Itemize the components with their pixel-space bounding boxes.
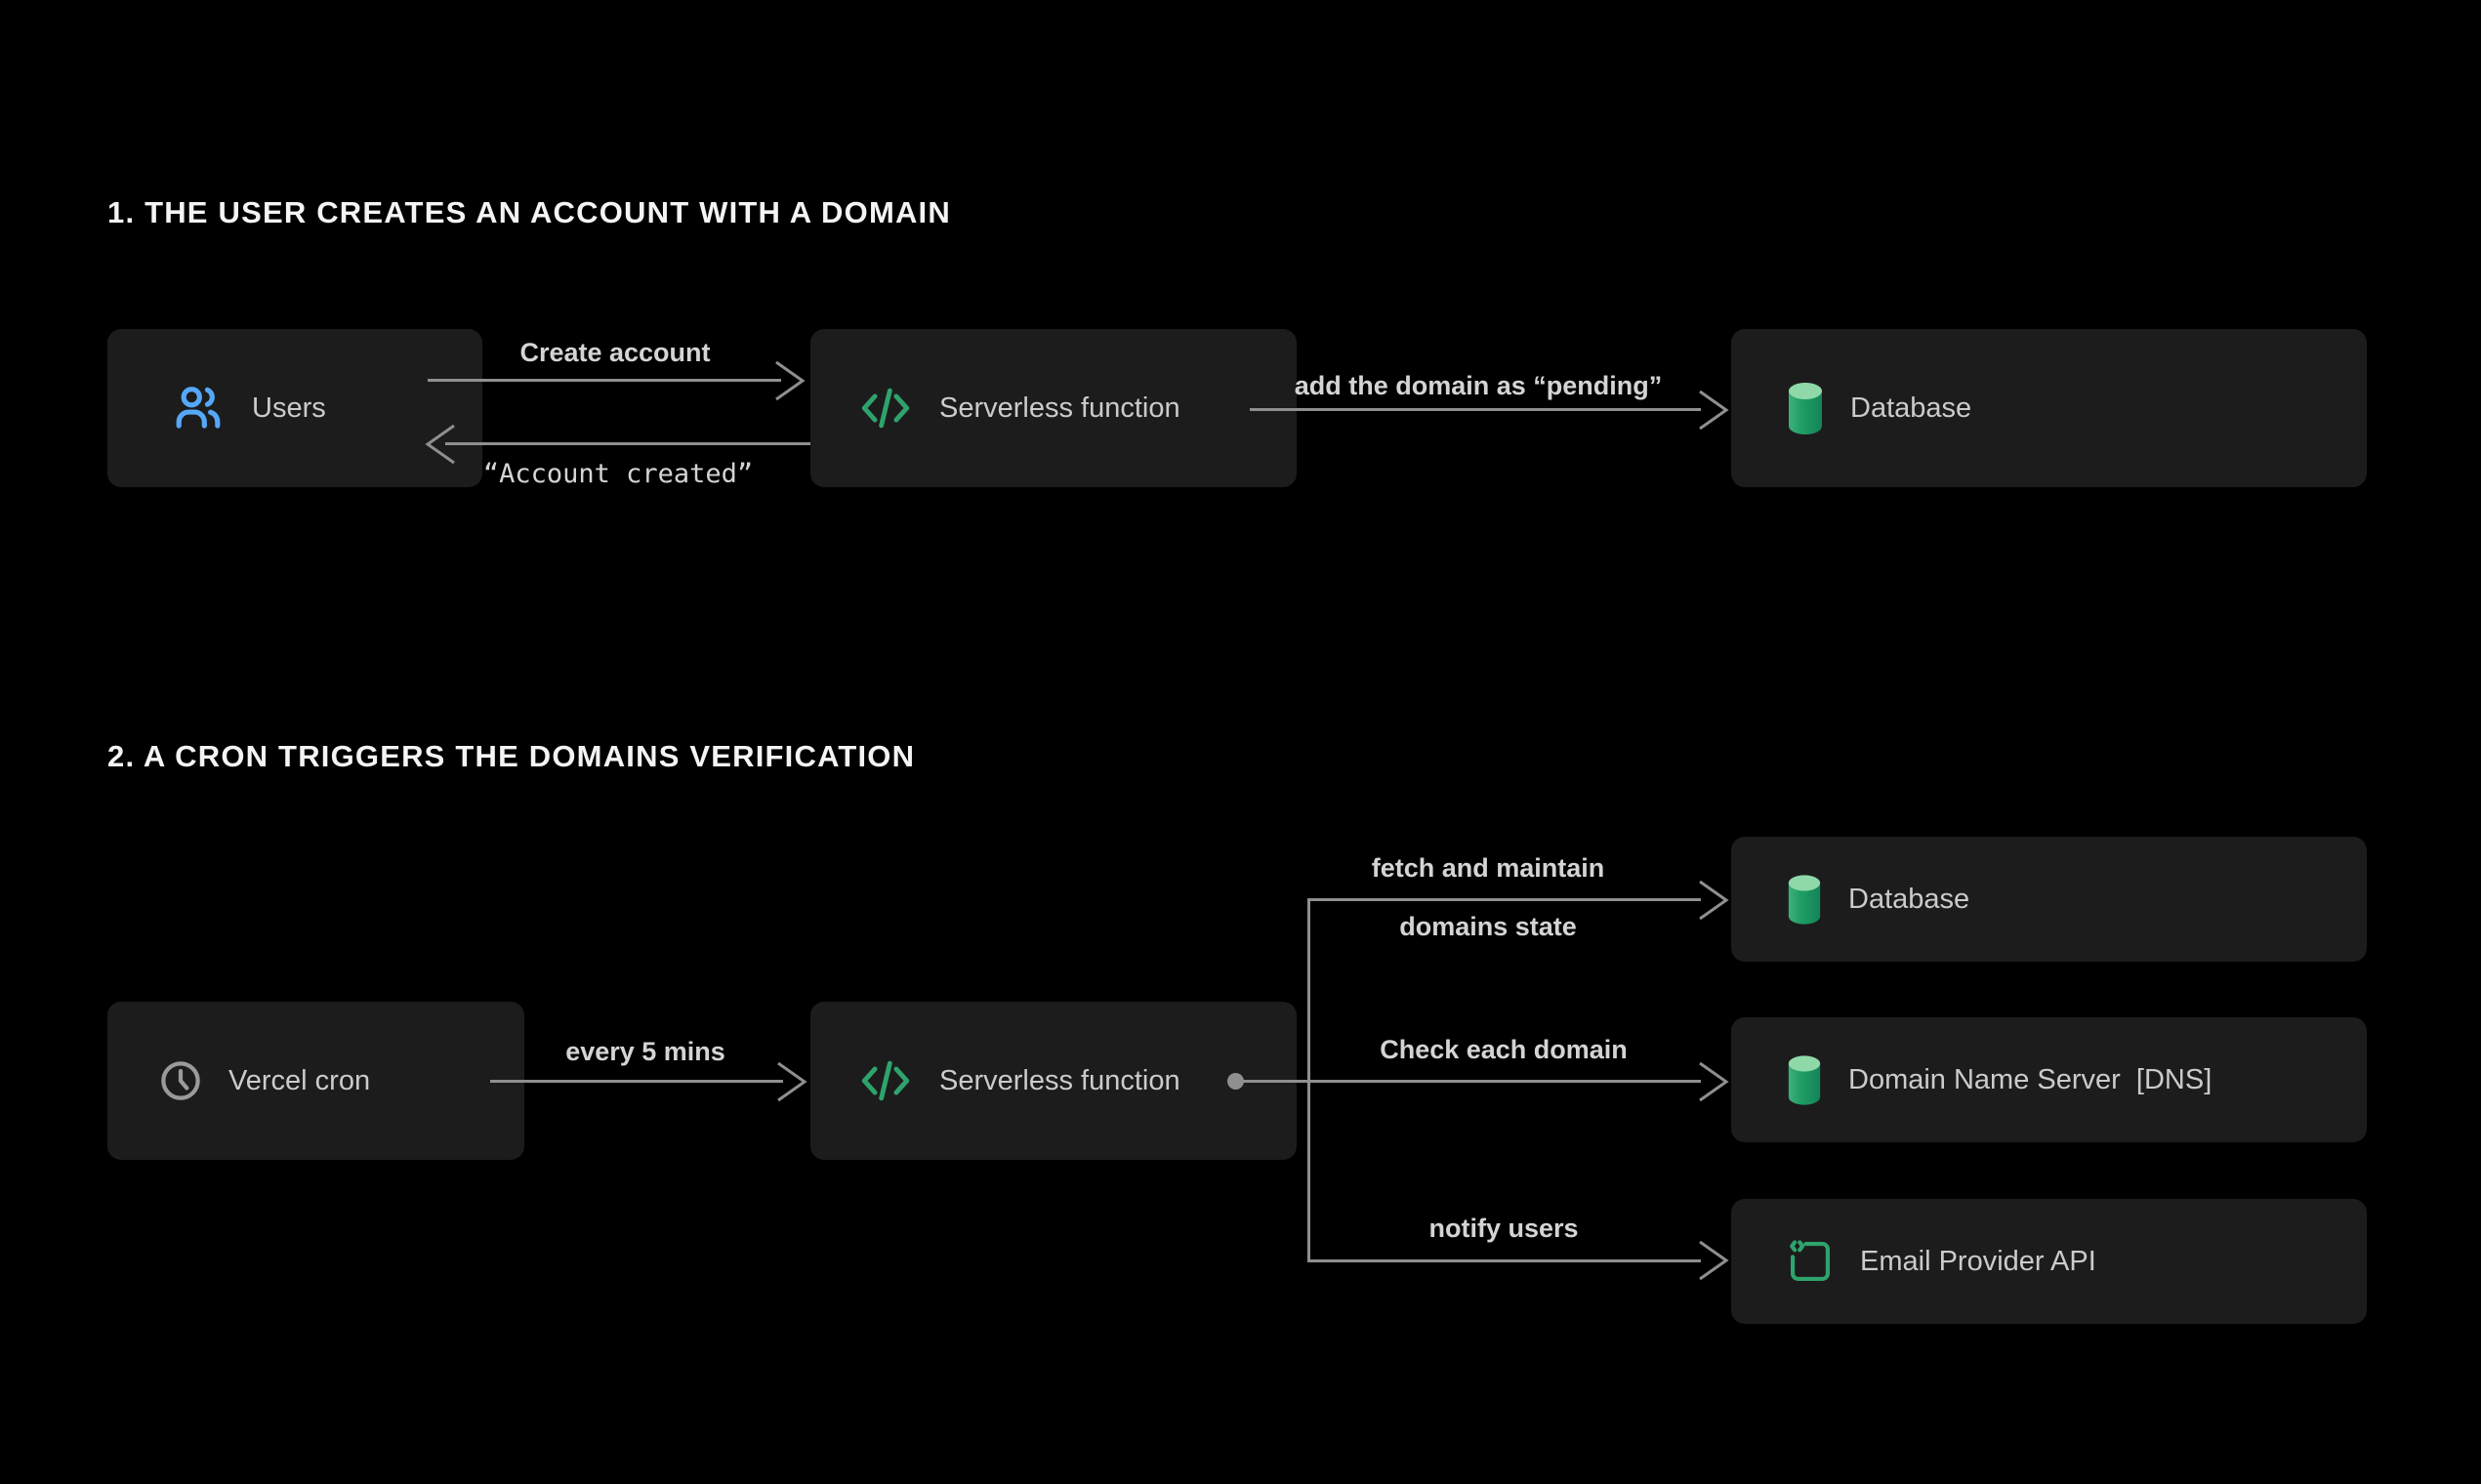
database-icon bbox=[1788, 1054, 1821, 1105]
flow-line-fetch-maintain bbox=[1307, 898, 1701, 901]
edge-label-fetch-maintain-line1: fetch and maintain bbox=[1371, 853, 1605, 883]
flow-line-add-pending bbox=[1250, 408, 1701, 411]
node-vercel-cron: Vercel cron bbox=[107, 1002, 524, 1160]
mail-code-icon bbox=[1790, 1240, 1830, 1281]
edge-label-account-created: “Account created” bbox=[482, 459, 754, 489]
database-icon bbox=[1789, 382, 1822, 434]
code-icon bbox=[861, 388, 910, 429]
node-database-1: Database bbox=[1731, 329, 2367, 487]
edge-label-fetch-maintain-line2: domains state bbox=[1399, 912, 1577, 941]
node-serverless-function-1: Serverless function bbox=[810, 329, 1297, 487]
node-database-label: Database bbox=[1850, 392, 1972, 424]
node-email-provider-api: Email Provider API bbox=[1731, 1199, 2367, 1324]
flow-line-check-each-domain bbox=[1235, 1080, 1701, 1083]
node-dns: Domain Name Server [DNS] bbox=[1731, 1017, 2367, 1142]
clock-icon bbox=[161, 1061, 200, 1100]
edge-label-add-pending: add the domain as “pending” bbox=[1294, 371, 1663, 400]
section-1-title: 1. THE USER CREATES AN ACCOUNT WITH A DO… bbox=[107, 195, 951, 229]
arrowhead-right-icon bbox=[1699, 1240, 1729, 1281]
arrowhead-left-icon bbox=[425, 424, 455, 465]
node-vercel-cron-label: Vercel cron bbox=[228, 1064, 371, 1096]
node-users-label: Users bbox=[252, 392, 326, 424]
flow-line-every-5-mins bbox=[490, 1080, 783, 1083]
edge-label-create-account: Create account bbox=[519, 338, 711, 367]
flow-line-account-created bbox=[445, 442, 810, 445]
arrowhead-right-icon bbox=[777, 1061, 807, 1102]
users-icon bbox=[176, 387, 221, 429]
arrowhead-right-icon bbox=[775, 360, 806, 401]
arrowhead-right-icon bbox=[1699, 880, 1729, 921]
arrowhead-right-icon bbox=[1699, 390, 1729, 431]
node-serverless-label: Serverless function bbox=[939, 392, 1180, 424]
node-serverless-label: Serverless function bbox=[939, 1064, 1180, 1096]
flow-line-notify-users bbox=[1307, 1259, 1701, 1262]
node-dns-label: Domain Name Server [DNS] bbox=[1848, 1063, 2212, 1095]
node-users: Users bbox=[107, 329, 482, 487]
node-serverless-function-2: Serverless function bbox=[810, 1002, 1297, 1160]
section-2-title: 2. A CRON TRIGGERS THE DOMAINS VERIFICAT… bbox=[107, 739, 916, 773]
code-icon bbox=[861, 1060, 910, 1101]
flow-line-create-account bbox=[428, 379, 781, 382]
arrowhead-right-icon bbox=[1699, 1061, 1729, 1102]
edge-label-check-each-domain: Check each domain bbox=[1380, 1035, 1628, 1064]
database-icon bbox=[1788, 874, 1821, 925]
node-database-label: Database bbox=[1848, 883, 1970, 915]
edge-label-every-5-mins: every 5 mins bbox=[565, 1037, 725, 1066]
edge-label-notify-users: notify users bbox=[1428, 1214, 1579, 1243]
node-email-label: Email Provider API bbox=[1860, 1245, 2096, 1277]
node-database-2: Database bbox=[1731, 837, 2367, 962]
